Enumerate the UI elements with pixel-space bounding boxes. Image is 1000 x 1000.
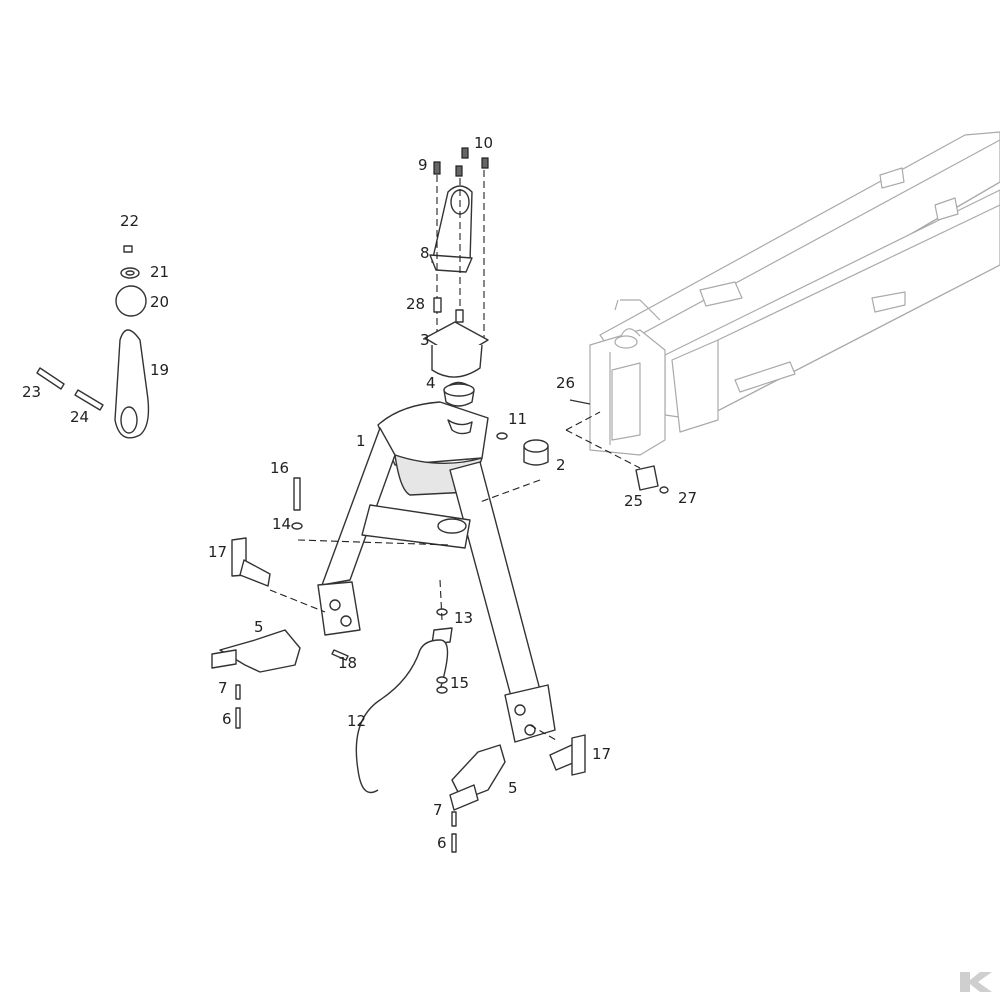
assembly-lines	[269, 411, 641, 741]
callout-7a: 7	[218, 679, 228, 697]
callout-24: 24	[70, 408, 89, 426]
callout-6a: 6	[222, 710, 232, 728]
callout-4: 4	[426, 374, 436, 392]
callout-18: 18	[338, 654, 357, 672]
callout-13: 13	[454, 609, 473, 627]
callout-11: 11	[508, 410, 527, 428]
callout-17b: 17	[592, 745, 611, 763]
tripod-frame	[317, 401, 556, 743]
callout-3: 3	[420, 331, 430, 349]
callout-27: 27	[678, 489, 697, 507]
callout-5a: 5	[254, 618, 264, 636]
callout-9: 9	[418, 156, 428, 174]
ball-joint-arm	[36, 245, 150, 439]
callout-2: 2	[556, 456, 566, 474]
callout-22: 22	[120, 212, 139, 230]
callout-10: 10	[474, 134, 493, 152]
callout-28: 28	[406, 295, 425, 313]
callout-25: 25	[624, 492, 643, 510]
callout-8: 8	[420, 244, 430, 262]
callout-6b: 6	[437, 834, 447, 852]
callout-19: 19	[150, 361, 169, 379]
callout-15: 15	[450, 674, 469, 692]
callout-17a: 17	[208, 543, 227, 561]
callout-labels: 1 2 3 4 5 5 6 6 7 7 8 9 10 11 12 13 14 1…	[22, 134, 697, 852]
callout-1: 1	[356, 432, 366, 450]
hardware	[231, 399, 669, 794]
brand-k-logo-icon	[960, 972, 992, 992]
callout-12: 12	[347, 712, 366, 730]
lower-brackets	[211, 629, 506, 853]
callout-5b: 5	[508, 779, 518, 797]
callout-26: 26	[556, 374, 575, 392]
callout-23: 23	[22, 383, 41, 401]
boom-arm	[589, 131, 1000, 456]
callout-16: 16	[270, 459, 289, 477]
callout-21: 21	[150, 263, 169, 281]
top-plate-assembly	[424, 147, 489, 407]
callout-20: 20	[150, 293, 169, 311]
callout-7b: 7	[433, 801, 443, 819]
callout-14: 14	[272, 515, 291, 533]
